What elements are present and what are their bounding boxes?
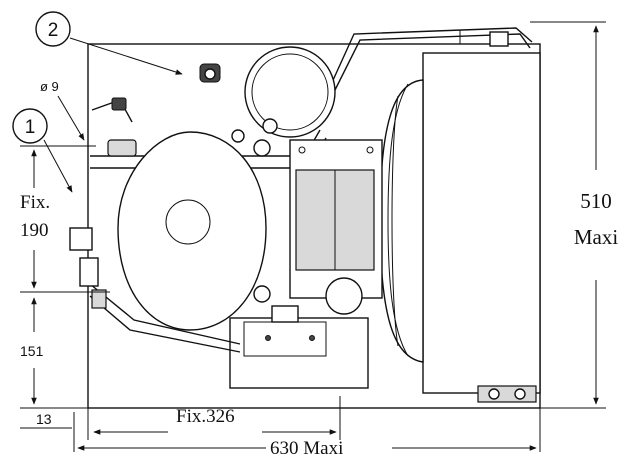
callout-1-label: 1 xyxy=(25,117,36,138)
fix-vertical-line1: Fix. xyxy=(20,192,50,213)
diameter-label: ø 9 xyxy=(40,79,59,94)
liquid-receiver xyxy=(199,46,336,138)
fix-vertical-line2: 190 xyxy=(20,220,49,241)
fix-horizontal-label: Fix.326 xyxy=(176,406,235,427)
width-label: 630 Maxi xyxy=(270,438,343,458)
callout-2: 2 xyxy=(35,11,183,75)
control-box xyxy=(89,283,369,389)
left-dimension-lines xyxy=(20,145,110,409)
condenser-fan xyxy=(379,52,541,403)
height-line1: 510 xyxy=(580,189,612,213)
bottom-dimension-lines xyxy=(20,396,541,452)
compressor xyxy=(107,129,271,331)
electrical-panel xyxy=(289,139,383,315)
lower-height-label: 151 xyxy=(20,343,44,359)
callout-2-label: 2 xyxy=(48,20,59,41)
right-dimension-lines xyxy=(530,21,606,409)
service-valves xyxy=(69,97,133,309)
callout-1: 1 xyxy=(12,108,73,193)
offset-label: 13 xyxy=(36,411,52,427)
height-line2: Maxi xyxy=(574,225,618,249)
